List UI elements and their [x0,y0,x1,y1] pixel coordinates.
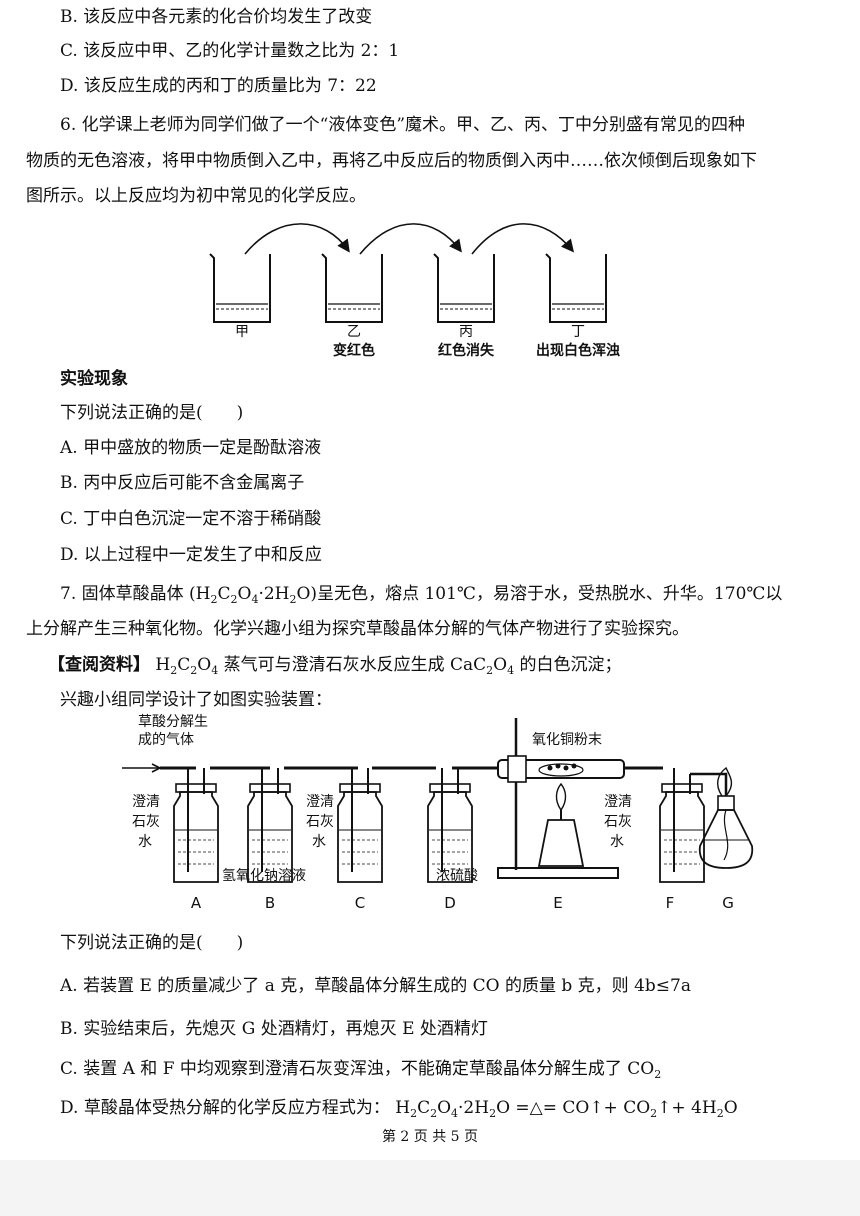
q7-option-b: B. 实验结束后，先熄灭 G 处酒精灯，再熄灭 E 处酒精灯 [60,1019,488,1039]
pour-arrow-2 [359,223,462,255]
letter-f: F [666,894,675,912]
limewater-label-f-1: 澄清 [604,794,632,810]
q5-option-d: D. 该反应生成的丙和丁的质量比为 7：22 [60,76,377,96]
bottle-b [247,768,293,883]
phenomenon-bing: 红色消失 [438,342,495,359]
q6-stem-line2: 物质的无色溶液，将甲中物质倒入乙中，再将乙中反应后的物质倒入丙中……依次倾倒后现… [26,151,757,171]
limewater-label-a-1: 澄清 [132,794,160,810]
q6-question: 下列说法正确的是( ) [60,403,244,423]
letter-b: B [265,894,275,912]
gas-label-1: 草酸分解生 [138,714,208,730]
limewater-label-c-3: 水 [312,834,326,850]
bottle-a [173,768,219,883]
q6-option-b: B. 丙中反应后可能不含金属离子 [60,473,305,493]
q5-option-c: C. 该反应中甲、乙的化学计量数之比为 2：1 [60,41,400,61]
limewater-label-a-2: 石灰 [132,814,160,830]
beaker-label-ding: 丁 [571,324,585,340]
limewater-label-f-3: 水 [610,834,624,850]
h2so4-label: 浓硫酸 [436,868,478,884]
q7-stem-line2: 上分解产生三种氧化物。化学兴趣小组为探究草酸晶体分解的气体产物进行了实验探究。 [26,619,689,639]
limewater-label-a-3: 水 [138,834,152,850]
beaker-bing [433,253,495,323]
q7-stem-line1: 7. 固体草酸晶体 (H2C2O4·2H2O)呈无色，熔点 101℃，易溶于水，… [60,584,783,606]
beaker-label-jia: 甲 [235,324,249,340]
limewater-label-f-2: 石灰 [604,814,632,830]
bottle-c [337,768,383,883]
q6-option-d: D. 以上过程中一定发生了中和反应 [60,545,322,565]
phenomenon-heading: 实验现象 [60,369,128,389]
page-footer: 第 2 页 共 5 页 [381,1129,479,1145]
letter-g: G [722,894,734,912]
phenomenon-ding: 出现白色浑浊 [536,342,620,359]
q7-option-c: C. 装置 A 和 F 中均观察到澄清石灰变浑浊，不能确定草酸晶体分解生成了 C… [60,1059,662,1081]
pour-arrow-3 [471,223,575,255]
apparatus-g [698,766,754,869]
q7-setup-text: 兴趣小组同学设计了如图实验装置： [60,690,332,710]
page-bottom-margin [0,1160,860,1216]
q7-option-d: D. 草酸晶体受热分解的化学反应方程式为： H2C2O4·2H2O =△= CO… [60,1098,738,1120]
beaker-diagram: 甲 乙 丙 丁 变红色 红色消失 出现白色浑浊 [209,223,620,359]
q7-reference: 【查阅资料】 H2C2O4 蒸气可与澄清石灰水反应生成 CaC2O4 的白色沉淀… [48,655,622,677]
beaker-yi [321,253,383,323]
apparatus-e [497,718,625,879]
beaker-jia [209,253,271,323]
pour-arrow-1 [244,223,350,255]
letter-e: E [553,894,562,912]
q5-option-b: B. 该反应中各元素的化合价均发生了改变 [60,7,373,27]
limewater-label-c-2: 石灰 [306,814,334,830]
q7-question: 下列说法正确的是( ) [60,933,244,953]
q6-option-a: A. 甲中盛放的物质一定是酚酞溶液 [60,438,322,458]
q7-option-a: A. 若装置 E 的质量减少了 a 克，草酸晶体分解生成的 CO 的质量 b 克… [60,976,691,996]
apparatus-diagram: 草酸分解生 成的气体 澄清 石灰 水 氢氧化钠溶液 [122,714,754,912]
q6-stem-line3: 图所示。以上反应均为初中常见的化学反应。 [26,186,366,206]
letter-d: D [444,894,456,912]
letter-c: C [355,894,365,912]
bottle-d [427,768,473,883]
cuo-label: 氧化铜粉末 [532,732,602,748]
q6-stem-line1: 6. 化学课上老师为同学们做了一个“液体变色”魔术。甲、乙、丙、丁中分别盛有常见… [60,115,746,135]
letter-a: A [191,894,202,912]
beaker-label-yi: 乙 [347,324,361,340]
beaker-label-bing: 丙 [459,324,473,340]
gas-label-2: 成的气体 [138,732,194,748]
phenomenon-yi: 变红色 [333,342,375,359]
beaker-ding [545,253,607,323]
limewater-label-c-1: 澄清 [306,794,334,810]
naoh-label: 氢氧化钠溶液 [222,868,306,884]
q6-option-c: C. 丁中白色沉淀一定不溶于稀硝酸 [60,509,322,529]
bottle-f [659,768,718,883]
